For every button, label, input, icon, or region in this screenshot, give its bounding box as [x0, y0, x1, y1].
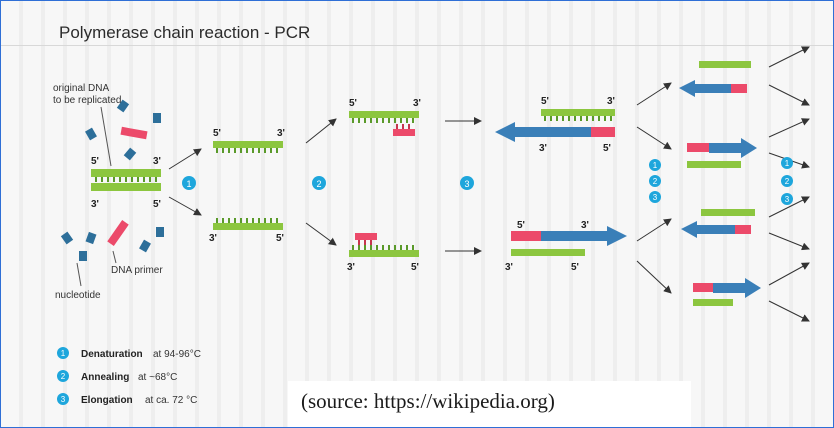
svg-text:3: 3 — [464, 179, 469, 189]
elongated-strand-bottom: 5' 3' 3' 5' — [505, 220, 627, 273]
svg-text:5': 5' — [349, 98, 357, 109]
svg-text:1: 1 — [653, 161, 658, 170]
product-3 — [681, 209, 755, 238]
prime-label: 3' — [153, 156, 161, 167]
step-3-badge: 3 — [460, 176, 474, 190]
legend-step-name: Annealing — [81, 372, 129, 383]
legend-item-annealing: 2 Annealing at ~68°C — [57, 370, 177, 383]
svg-text:3: 3 — [653, 193, 658, 202]
step-badge-stack-right: 1 2 3 — [781, 157, 793, 205]
svg-text:5': 5' — [541, 96, 549, 107]
svg-text:3': 3' — [505, 262, 513, 273]
original-dna-pointer — [100, 106, 112, 167]
svg-text:3': 3' — [277, 128, 285, 139]
svg-text:5': 5' — [276, 233, 284, 244]
svg-text:5': 5' — [571, 262, 579, 273]
nucleotide-icons — [60, 99, 164, 261]
prime-label: 5' — [153, 199, 161, 210]
svg-text:2: 2 — [61, 372, 66, 381]
annealed-strand-bottom: 3' 5' — [347, 233, 419, 273]
original-dna-label-line1: original DNA — [53, 83, 109, 94]
elongated-strand-top: 5' 3' 3' 5' — [495, 96, 615, 154]
source-caption-box — [288, 381, 691, 427]
svg-text:2: 2 — [316, 179, 321, 189]
svg-text:3': 3' — [607, 96, 615, 107]
svg-text:3': 3' — [539, 143, 547, 154]
source-caption: (source: https://wikipedia.org) — [301, 389, 555, 413]
product-1 — [679, 61, 751, 97]
step-1-badge: 1 — [182, 176, 196, 190]
title-divider — [1, 45, 833, 46]
product-4 — [693, 278, 761, 306]
original-dna-double-strand: 5' 3' 3' 5' — [91, 156, 161, 210]
step-2-badge: 2 — [312, 176, 326, 190]
prime-label: 5' — [91, 156, 99, 167]
product-2 — [687, 138, 757, 168]
legend-step-name: Elongation — [81, 395, 133, 406]
svg-text:2: 2 — [785, 177, 790, 186]
svg-text:1: 1 — [186, 179, 191, 189]
svg-text:3': 3' — [581, 220, 589, 231]
dna-primer-label: DNA primer — [111, 265, 163, 276]
svg-text:3: 3 — [785, 195, 790, 204]
legend: 1 Denaturation at 94-96°C 2 Annealing at… — [57, 347, 201, 406]
legend-step-name: Denaturation — [81, 349, 143, 360]
legend-item-denaturation: 1 Denaturation at 94-96°C — [57, 347, 201, 360]
step-badge-stack-mid: 1 2 3 — [649, 159, 661, 203]
legend-step-detail: at ~68°C — [138, 372, 177, 383]
svg-text:3: 3 — [61, 395, 66, 404]
svg-text:1: 1 — [61, 349, 66, 358]
primer-icons — [107, 126, 148, 246]
svg-text:3': 3' — [413, 98, 421, 109]
svg-text:1: 1 — [785, 159, 790, 168]
legend-step-detail: at ca. 72 °C — [145, 395, 197, 406]
svg-text:5': 5' — [517, 220, 525, 231]
legend-item-elongation: 3 Elongation at ca. 72 °C — [57, 393, 197, 406]
diagram-title: Polymerase chain reaction - PCR — [59, 23, 311, 42]
separated-strand-bottom: 3' 5' — [209, 218, 284, 244]
svg-text:2: 2 — [653, 177, 658, 186]
prime-label: 3' — [91, 199, 99, 210]
svg-text:3': 3' — [347, 262, 355, 273]
svg-text:5': 5' — [213, 128, 221, 139]
nucleotide-label: nucleotide — [55, 290, 101, 301]
annealed-strand-top: 5' 3' — [349, 98, 421, 136]
svg-text:5': 5' — [411, 262, 419, 273]
separated-strand-top: 5' 3' — [213, 128, 285, 153]
svg-text:5': 5' — [603, 143, 611, 154]
legend-step-detail: at 94-96°C — [153, 349, 201, 360]
svg-text:3': 3' — [209, 233, 217, 244]
original-dna-label-line2: to be replicated — [53, 95, 121, 106]
